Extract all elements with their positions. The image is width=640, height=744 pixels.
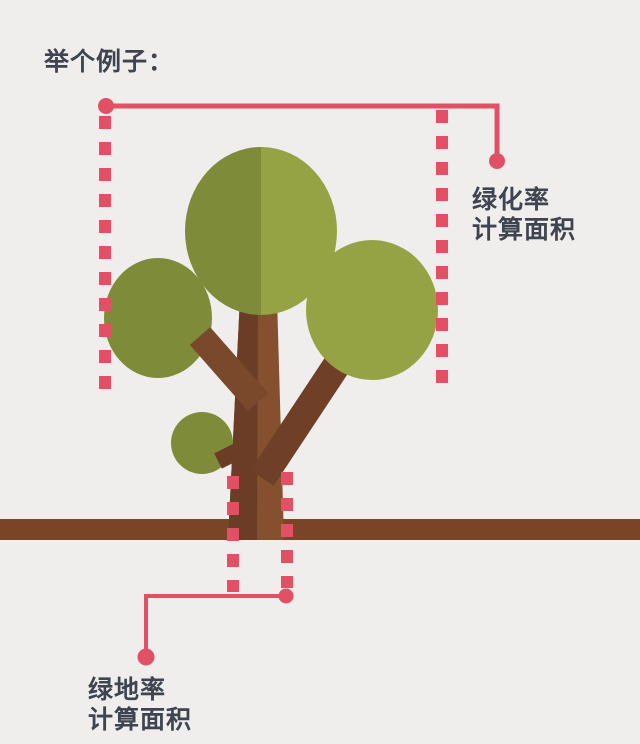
green-land-rate-label-line2: 计算面积 bbox=[88, 706, 193, 734]
tree-branch-left bbox=[189, 327, 269, 411]
green-land-rate-end-dot bbox=[137, 648, 155, 666]
greening-rate-connector-line bbox=[106, 103, 500, 154]
ground-line bbox=[0, 519, 640, 540]
green-land-rate-label: 绿地率 计算面积 bbox=[88, 675, 192, 735]
tree-branch-small bbox=[214, 436, 256, 469]
greening-rate-anchor-dot bbox=[98, 98, 114, 114]
greening-rate-label-line2: 计算面积 bbox=[472, 216, 577, 244]
tree-canopy-left bbox=[104, 258, 212, 378]
greening-rate-label: 绿化率 计算面积 bbox=[472, 185, 576, 245]
green-land-rate-connector-line bbox=[144, 594, 286, 650]
tree-canopy-top-dark bbox=[185, 147, 261, 315]
green-land-rate-label-line1: 绿地率 bbox=[88, 676, 167, 704]
green-land-rate-anchor-dot bbox=[278, 588, 294, 604]
tree-canopy-right bbox=[306, 240, 438, 380]
greening-rate-label-line1: 绿化率 bbox=[472, 186, 551, 214]
greening-rate-end-dot bbox=[489, 153, 505, 169]
page-title: 举个例子： bbox=[44, 48, 175, 76]
